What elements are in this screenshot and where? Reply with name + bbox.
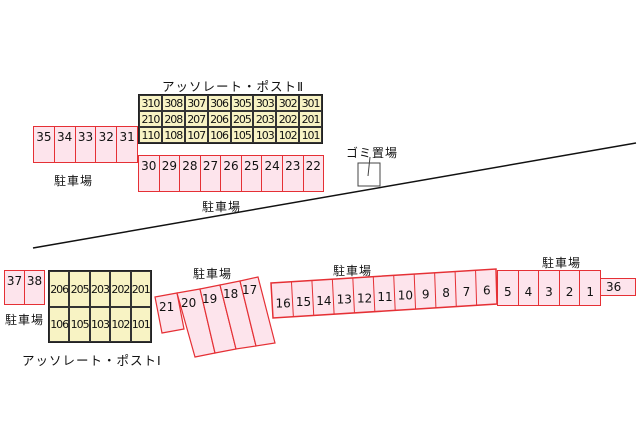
unit-205: 205 [69,271,90,307]
parking-label: 駐車場 [193,267,233,281]
parking-slot-3: 3 [539,271,560,305]
unit-106: 106 [207,127,231,143]
parking-slot-17: 17 [242,283,257,297]
parking-slot-37: 37 [5,271,25,304]
unit-103: 103 [253,127,277,143]
parking-label: 駐車場 [202,200,242,214]
unit-110: 110 [139,127,162,143]
parking-slot-32: 32 [96,127,118,162]
parking-slot-4: 4 [519,271,540,305]
unit-307: 307 [184,95,208,111]
parking-slot-24: 24 [262,156,283,191]
unit-301: 301 [299,95,322,111]
unit-208: 208 [161,111,185,127]
unit-206: 206 [49,271,70,307]
parking-slot-35: 35 [34,127,55,162]
parking-slot-20: 20 [181,296,196,310]
unit-101: 101 [299,127,322,143]
parking-slot-12: 12 [357,291,372,305]
unit-103: 103 [89,306,111,342]
parking-slot-7: 7 [463,285,471,299]
parking-slot-16: 16 [276,296,291,310]
parking-slot-2: 2 [560,271,581,305]
unit-202: 202 [110,271,131,307]
parking-slot-21: 21 [159,300,174,314]
unit-108: 108 [161,127,185,143]
parking-slot-30: 30 [139,156,160,191]
parking-slot-14: 14 [316,294,331,308]
parking-slot-28: 28 [180,156,201,191]
unit-310: 310 [139,95,162,111]
parking-slot-18: 18 [223,287,238,301]
building-1-title: アッソレート・ポストⅠ [22,353,162,368]
unit-202: 202 [276,111,300,127]
parking-slot-8: 8 [442,286,450,300]
unit-306: 306 [207,95,231,111]
parking-slot-25: 25 [242,156,263,191]
garbage-station-label: ゴミ置場 [346,146,399,160]
parking-slot-5: 5 [498,271,519,305]
parking-slot-23: 23 [283,156,304,191]
parking-slot-22: 22 [305,159,321,173]
parking-slot-29: 29 [160,156,181,191]
parking-row-36: 36 [600,278,636,296]
unit-206: 206 [207,111,231,127]
parking-slot-15: 15 [296,295,311,309]
parking-label: 駐車場 [333,264,373,278]
unit-102: 102 [276,127,300,143]
unit-201: 201 [299,111,322,127]
parking-slot-11: 11 [377,290,392,304]
unit-308: 308 [161,95,185,111]
unit-305: 305 [230,95,254,111]
parking-slot-27: 27 [201,156,222,191]
unit-205: 205 [230,111,254,127]
unit-210: 210 [139,111,162,127]
parking-slot-19: 19 [202,292,217,306]
unit-101: 101 [130,306,151,342]
parking-label: 駐車場 [5,313,45,327]
unit-203: 203 [89,271,111,307]
unit-201: 201 [130,271,151,307]
parking-slot-9: 9 [422,287,430,301]
parking-slot-6: 6 [483,284,491,298]
parking-slot-36: 36 [606,280,622,294]
parking-slot-34: 34 [55,127,76,162]
parking-label: 駐車場 [54,174,94,188]
unit-303: 303 [253,95,277,111]
unit-207: 207 [184,111,208,127]
unit-106: 106 [49,306,70,342]
parking-slot-33: 33 [76,127,97,162]
parking-slot-13: 13 [337,293,352,307]
unit-105: 105 [69,306,90,342]
unit-203: 203 [253,111,277,127]
unit-105: 105 [230,127,254,143]
unit-107: 107 [184,127,208,143]
parking-label: 駐車場 [542,256,582,270]
parking-slot-10: 10 [398,289,413,303]
parking-slot-26: 26 [221,156,242,191]
parking-slot-1: 1 [586,285,594,299]
unit-302: 302 [276,95,300,111]
parking-slot-38: 38 [26,274,43,288]
building-2-title: アッソレート・ポストⅡ [162,79,305,94]
parking-slot-31: 31 [119,130,135,144]
unit-102: 102 [110,306,131,342]
